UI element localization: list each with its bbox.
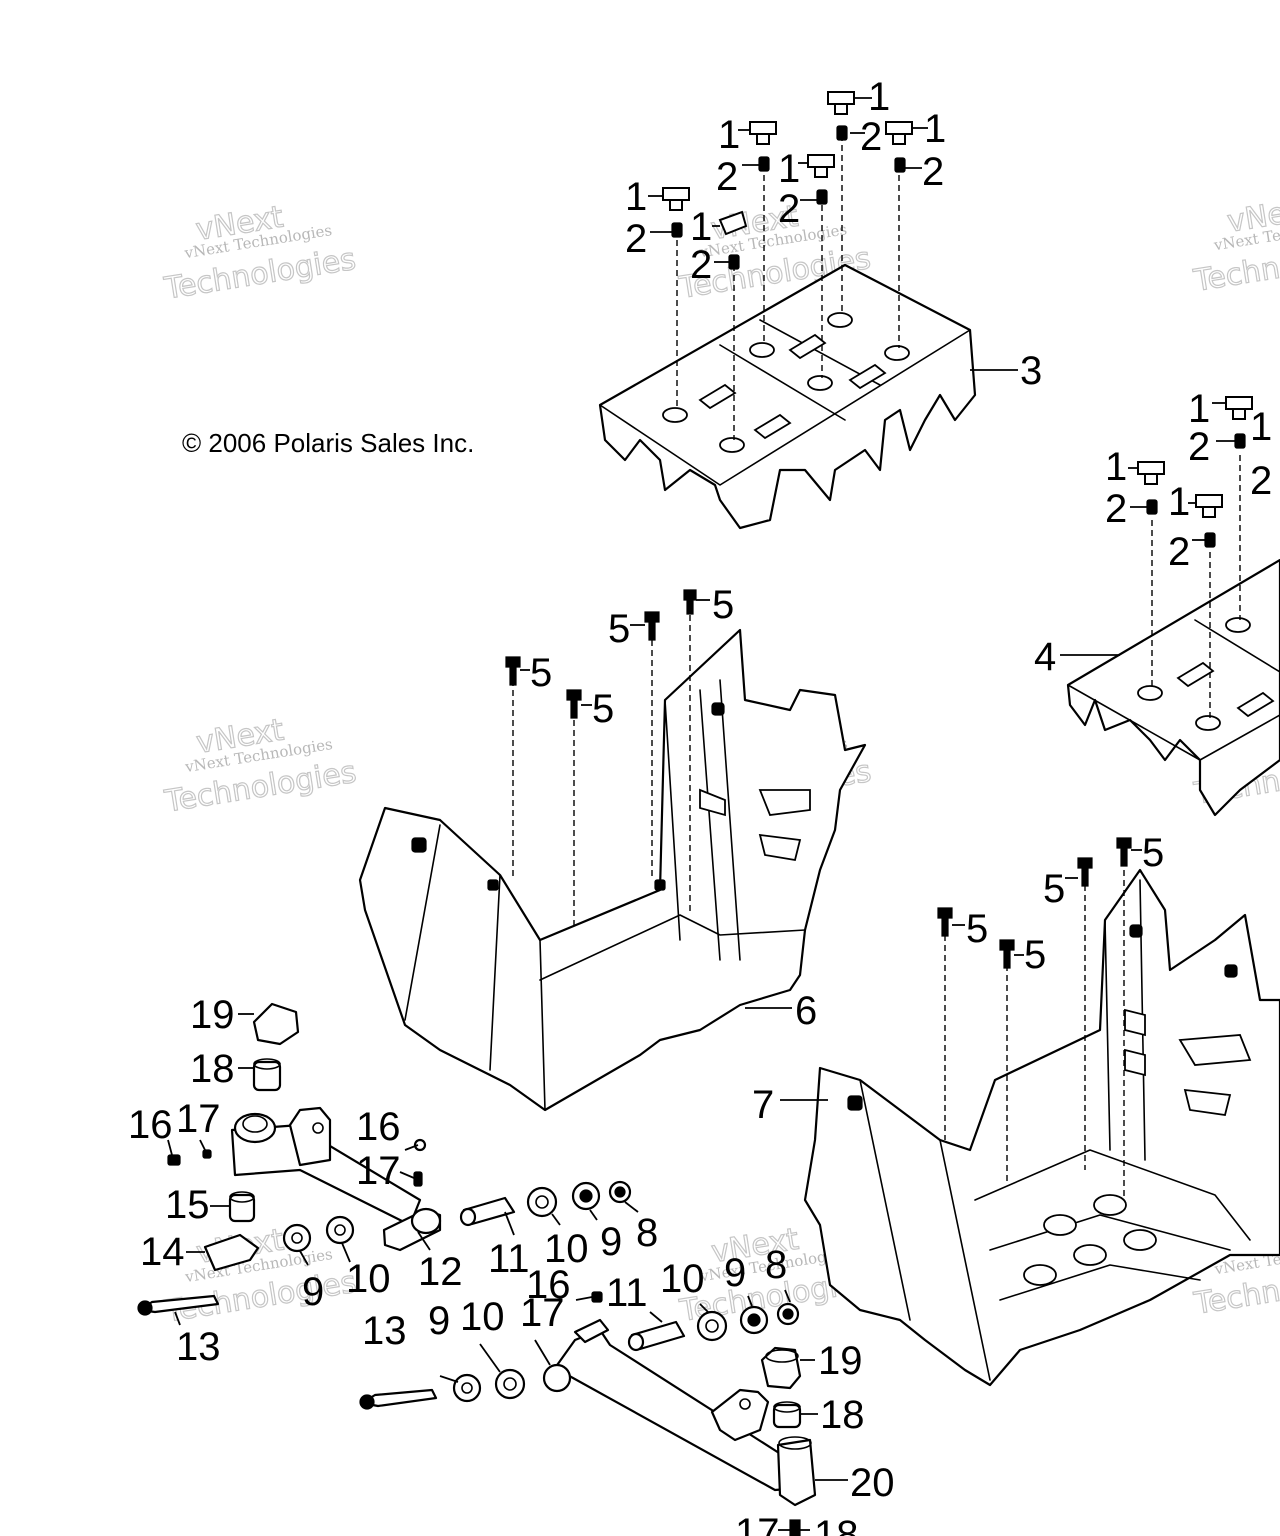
svg-text:9: 9 — [428, 1299, 450, 1343]
watermark-4: vNext vNext Technologies Technologies — [161, 712, 359, 820]
svg-text:1: 1 — [1250, 405, 1272, 449]
leaders-footwell-left — [520, 599, 792, 1009]
svg-text:19: 19 — [818, 1339, 863, 1383]
svg-text:1: 1 — [1105, 445, 1127, 489]
callouts-footwell-right: 5 5 5 5 7 — [752, 831, 1164, 1127]
svg-text:11: 11 — [488, 1237, 530, 1281]
svg-text:2: 2 — [690, 243, 712, 287]
svg-text:15: 15 — [165, 1183, 210, 1227]
svg-text:2: 2 — [1105, 487, 1127, 531]
svg-text:1: 1 — [924, 107, 946, 151]
hardware-right — [359, 1291, 801, 1536]
svg-text:7: 7 — [752, 1083, 774, 1127]
svg-text:5: 5 — [530, 651, 552, 695]
support-arm-right — [542, 1318, 802, 1492]
svg-text:6: 6 — [795, 989, 817, 1033]
svg-text:2: 2 — [860, 115, 882, 159]
footrest-bracket-right — [1066, 558, 1280, 817]
svg-text:13: 13 — [176, 1325, 221, 1369]
svg-text:17: 17 — [520, 1291, 565, 1335]
watermark-1: vNext vNext Technologies Technologies — [161, 199, 359, 307]
svg-text:16: 16 — [128, 1103, 173, 1147]
svg-text:18: 18 — [820, 1393, 865, 1437]
leaders-lower-middle — [439, 1289, 848, 1531]
svg-text:16: 16 — [356, 1105, 401, 1149]
svg-text:1: 1 — [690, 205, 712, 249]
svg-text:17: 17 — [735, 1511, 780, 1536]
svg-text:8: 8 — [765, 1243, 787, 1287]
guide-lines-footwell-left — [512, 605, 691, 925]
guide-lines-right — [1151, 455, 1241, 718]
bushings-left — [203, 1002, 632, 1272]
guide-lines-upper-left — [676, 135, 900, 440]
svg-text:3: 3 — [1020, 349, 1042, 393]
svg-text:5: 5 — [1043, 867, 1065, 911]
svg-text:9: 9 — [724, 1251, 746, 1295]
svg-text:17: 17 — [356, 1149, 401, 1193]
svg-text:9: 9 — [600, 1220, 622, 1264]
svg-text:2: 2 — [716, 155, 738, 199]
screws-footwell-left — [505, 589, 697, 719]
footrest-bracket-left — [598, 263, 977, 530]
svg-text:1: 1 — [625, 175, 647, 219]
svg-text:2: 2 — [1188, 425, 1210, 469]
footwell-left — [358, 628, 867, 1112]
copyright-text: © 2006 Polaris Sales Inc. — [182, 428, 474, 458]
svg-text:18: 18 — [190, 1047, 235, 1091]
svg-text:19: 19 — [190, 993, 235, 1037]
svg-text:1: 1 — [718, 113, 740, 157]
svg-text:2: 2 — [1168, 530, 1190, 574]
svg-text:11: 11 — [606, 1271, 648, 1315]
leaders-upper-left — [648, 97, 1018, 371]
svg-text:1: 1 — [1168, 480, 1190, 524]
svg-text:1: 1 — [778, 147, 800, 191]
leaders-footwell-right — [780, 849, 1142, 1101]
svg-text:8: 8 — [636, 1211, 658, 1255]
svg-text:4: 4 — [1034, 635, 1056, 679]
svg-text:2: 2 — [778, 187, 800, 231]
screws-right — [1137, 396, 1253, 548]
svg-text:2: 2 — [922, 150, 944, 194]
svg-text:17: 17 — [176, 1097, 221, 1141]
footwell-right — [803, 868, 1280, 1387]
svg-text:18: 18 — [814, 1513, 859, 1536]
callouts-lower-left: 19 18 16 17 15 14 9 10 12 11 10 9 8 13 1… — [128, 993, 658, 1369]
svg-text:1: 1 — [868, 75, 890, 119]
svg-text:10: 10 — [346, 1257, 391, 1301]
svg-text:2: 2 — [625, 217, 647, 261]
leaders-lower-left — [167, 1013, 639, 1326]
svg-text:16: 16 — [526, 1263, 571, 1307]
callouts-footwell-left: 5 5 5 5 6 — [530, 583, 817, 1033]
callouts-upper-left: 1 2 1 2 1 2 1 2 1 2 1 2 3 — [625, 75, 1042, 393]
leaders-right — [1060, 402, 1235, 656]
bushings-right — [452, 1302, 817, 1507]
svg-text:12: 12 — [418, 1250, 463, 1294]
callouts-lower-middle: 13 9 10 17 16 11 10 9 8 19 18 20 17 18 — [362, 1243, 895, 1536]
guide-lines-footwell-right — [944, 860, 1125, 1200]
hardware-left — [137, 1138, 427, 1316]
svg-text:5: 5 — [608, 607, 630, 651]
svg-text:1: 1 — [1188, 387, 1210, 431]
svg-text:5: 5 — [592, 687, 614, 731]
svg-text:5: 5 — [712, 583, 734, 627]
svg-text:5: 5 — [1142, 831, 1164, 875]
support-arm-left — [230, 1106, 442, 1252]
svg-text:5: 5 — [1024, 933, 1046, 977]
svg-text:2: 2 — [1250, 459, 1272, 503]
svg-text:10: 10 — [460, 1295, 505, 1339]
watermark-3: vNext vNext Technologies Technologies — [1190, 191, 1280, 300]
svg-text:9: 9 — [302, 1270, 324, 1314]
screws-footwell-right — [937, 837, 1132, 969]
svg-text:10: 10 — [544, 1227, 589, 1271]
svg-text:20: 20 — [850, 1461, 895, 1505]
svg-text:10: 10 — [660, 1257, 705, 1301]
svg-text:13: 13 — [362, 1309, 407, 1353]
screws-upper-left — [662, 91, 913, 270]
svg-text:14: 14 — [140, 1230, 185, 1274]
svg-text:5: 5 — [966, 907, 988, 951]
callouts-right: 1 2 1 2 1 2 1 2 4 — [1034, 387, 1272, 679]
